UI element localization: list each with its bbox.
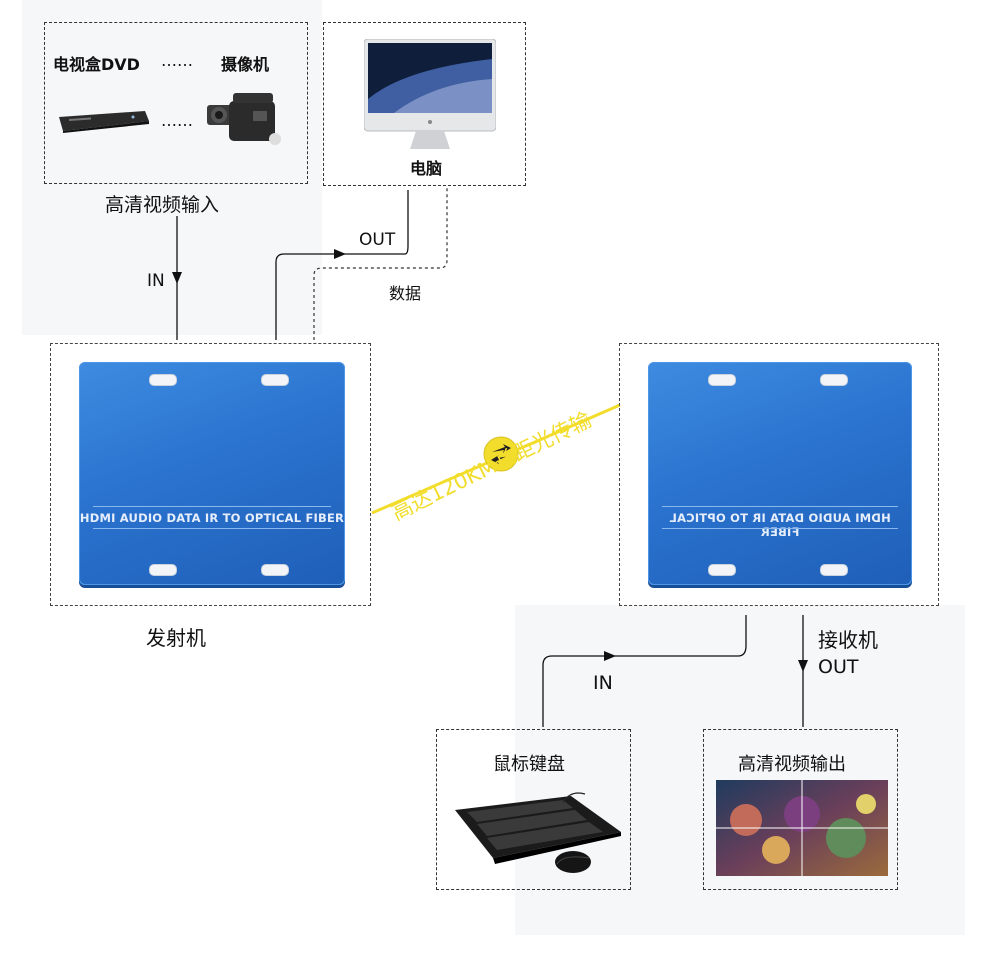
device-rule (662, 528, 898, 529)
output-arrow (798, 660, 808, 672)
data-label: 数据 (389, 284, 422, 303)
transmitter-box: HDMI AUDIO DATA IR TO OPTICAL FIBER (50, 343, 371, 606)
receiver-box: HDMI AUDIO DATA IR TO OPTICAL FIBER (619, 343, 939, 606)
output-screen-image (716, 780, 888, 876)
keyboard-arrow (604, 651, 616, 661)
mounting-tab (820, 374, 848, 386)
device-rule (93, 528, 331, 529)
dots-top: …… (161, 51, 193, 70)
receiver-device-text: HDMI AUDIO DATA IR TO OPTICAL FIBER (669, 511, 891, 539)
mounting-tab (708, 374, 736, 386)
transmitter-caption: 发射机 (146, 626, 206, 650)
mounting-tab (820, 564, 848, 576)
pc-label: 电脑 (410, 159, 443, 178)
dots-bottom: …… (161, 111, 193, 130)
mounting-tab (149, 374, 177, 386)
transmitter-device: HDMI AUDIO DATA IR TO OPTICAL FIBER (79, 362, 345, 585)
dvd-player-image (57, 109, 151, 133)
mounting-tab (261, 374, 289, 386)
background-panel (515, 605, 965, 935)
fiber-icon (483, 436, 519, 472)
mounting-tab (708, 564, 736, 576)
out-label-top: OUT (359, 230, 396, 250)
keyboard-mouse-image (453, 788, 625, 874)
input-caption: 高清视频输入 (105, 194, 220, 216)
monitor-image (363, 38, 497, 153)
mounting-tab (261, 564, 289, 576)
device-rule (93, 506, 331, 507)
receiver-device: HDMI AUDIO DATA IR TO OPTICAL FIBER (648, 362, 912, 585)
out-arrow (334, 249, 346, 259)
input-arrow (172, 272, 182, 284)
keyboard-line (542, 615, 747, 727)
keyboard-label: 鼠标键盘 (493, 754, 565, 775)
output-box: 高清视频输出 (703, 729, 898, 890)
mounting-tab (149, 564, 177, 576)
camera-label: 摄像机 (221, 55, 270, 74)
in-label-bottom: IN (593, 672, 613, 694)
input-source-box: 电视盒DVD …… 摄像机 …… (44, 22, 308, 184)
in-label-left: IN (147, 271, 165, 291)
receiver-caption: 接收机 (818, 628, 878, 652)
keyboard-box: 鼠标键盘 (436, 729, 631, 890)
camcorder-image (205, 91, 291, 151)
out-line (275, 190, 409, 340)
pc-box: 电脑 (323, 22, 526, 186)
output-label: 高清视频输出 (738, 754, 846, 775)
transmitter-device-text: HDMI AUDIO DATA IR TO OPTICAL FIBER (79, 511, 345, 525)
out-label-bottom: OUT (818, 656, 859, 678)
background-panel (22, 0, 322, 335)
data-line (313, 186, 448, 340)
device-rule (662, 506, 898, 507)
tv-dvd-label: 电视盒DVD (53, 55, 140, 74)
